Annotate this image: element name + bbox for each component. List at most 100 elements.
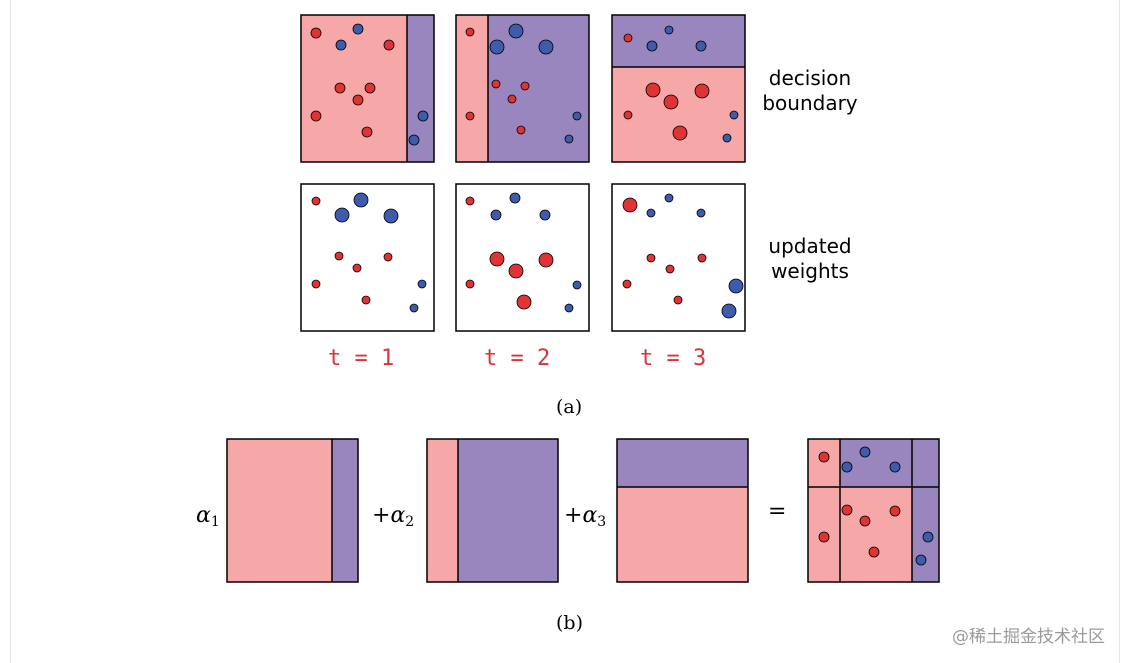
combined-point-11: [915, 554, 927, 566]
weights-t3-point-2: [664, 193, 674, 203]
combined-point-6: [889, 505, 901, 517]
boundary-t2-point-8: [465, 111, 475, 121]
combined-region-3: [912, 439, 939, 487]
combined-border: [807, 438, 940, 583]
boundary-t1-point-4: [383, 39, 395, 51]
classifier-1-region-2: [332, 439, 358, 582]
weights-t3-point-5: [646, 253, 656, 263]
alpha1-term: α1: [196, 503, 220, 530]
combined-region-1: [808, 439, 840, 582]
boundary-t1-point-7: [352, 94, 364, 106]
weights-t3-border: [611, 183, 746, 332]
decision-boundary-label: decision boundary: [750, 66, 870, 116]
weights-t1-point-1: [311, 196, 321, 206]
boundary-t2-point-9: [516, 125, 526, 135]
boundary-t1-point-8: [310, 110, 322, 122]
combined-region-4: [840, 487, 912, 582]
boundary-t3-border: [611, 14, 746, 163]
boundary-t3-point-4: [695, 40, 707, 52]
weights-t1-point-7: [352, 263, 362, 273]
boundary-t3-point-5: [645, 82, 661, 98]
t3-label: t = 3: [640, 346, 707, 371]
decision-boundary-label-line2: boundary: [762, 91, 858, 115]
boundary-t2-border: [455, 14, 590, 163]
weights-t1-point-11: [409, 303, 419, 313]
classifier-1-border: [226, 438, 359, 583]
weights-t2-point-2: [509, 192, 521, 204]
caption-b: (b): [556, 612, 583, 634]
weights-t1-point-10: [417, 279, 427, 289]
boundary-t2-point-1: [465, 27, 475, 37]
boundary-t1-point-1: [310, 27, 322, 39]
t1-label: t = 1: [328, 346, 395, 371]
weights-t1-point-2: [353, 192, 369, 208]
caption-a: (a): [556, 396, 583, 418]
watermark: @稀土掘金技术社区: [952, 627, 1105, 647]
boundary-t3-region-1: [612, 15, 745, 67]
boundary-t1-point-3: [335, 39, 347, 51]
classifier-2-region-2: [458, 439, 558, 582]
weights-t2-point-6: [538, 252, 554, 268]
updated-weights-label-line2: weights: [771, 259, 849, 283]
weights-t2-point-10: [572, 280, 582, 290]
boundary-t2-point-11: [564, 134, 574, 144]
weights-t3-point-9: [673, 295, 683, 305]
boundary-t3-point-6: [694, 83, 710, 99]
boundary-t3-point-11: [722, 133, 732, 143]
alpha2-symbol: α: [390, 503, 406, 528]
classifier-3-region-2: [617, 487, 748, 582]
boundary-t3-point-10: [729, 110, 739, 120]
boundary-t1-region-1: [301, 15, 407, 162]
boundary-t2-point-4: [538, 39, 554, 55]
decision-boundary-label-line1: decision: [768, 66, 852, 90]
alpha3-term: +α3: [564, 503, 606, 530]
weights-t2-point-7: [508, 263, 524, 279]
weights-t2-point-5: [489, 251, 505, 267]
plus-sign-2: +: [564, 503, 583, 528]
weights-t3-point-3: [646, 208, 656, 218]
combined-point-2: [859, 446, 871, 458]
combined-point-9: [868, 546, 880, 558]
weights-t2-point-1: [465, 196, 475, 206]
weights-t1-point-8: [311, 279, 321, 289]
combined-point-3: [841, 461, 853, 473]
classifier-2-region-1: [427, 439, 458, 582]
boundary-t1-point-11: [408, 134, 420, 146]
combined-point-4: [889, 461, 901, 473]
boundary-t1-point-2: [352, 23, 364, 35]
classifier-2-border: [426, 438, 559, 583]
weights-t2-point-11: [564, 303, 574, 313]
weights-t3-point-10: [728, 278, 744, 294]
boundary-t3-point-3: [646, 40, 658, 52]
boundary-t3-point-2: [664, 25, 674, 35]
boundary-t1-border: [300, 14, 435, 163]
right-margin-line: [1119, 0, 1120, 663]
weights-t2-point-4: [539, 209, 551, 221]
combined-region-2: [840, 439, 912, 487]
alpha1-symbol: α: [196, 503, 211, 528]
boundary-t3-point-8: [623, 110, 633, 120]
boundary-t3-point-7: [663, 94, 679, 110]
boundary-t2-point-3: [489, 39, 505, 55]
boundary-t1-point-5: [334, 82, 346, 94]
left-margin-line: [10, 0, 11, 663]
combined-point-10: [922, 531, 934, 543]
alpha1-subscript: 1: [210, 514, 220, 530]
weights-t1-point-3: [334, 207, 350, 223]
boundary-t2-point-6: [520, 81, 530, 91]
weights-t2-point-8: [465, 279, 475, 289]
weights-t2-border: [455, 183, 590, 332]
combined-point-8: [818, 531, 830, 543]
boundary-t1-point-6: [364, 82, 376, 94]
weights-t1-point-6: [383, 252, 393, 262]
combined-point-7: [859, 515, 871, 527]
combined-point-1: [818, 451, 830, 463]
weights-t3-point-8: [622, 279, 632, 289]
updated-weights-label: updated weights: [750, 234, 870, 284]
combined-point-5: [841, 504, 853, 516]
weights-t1-point-4: [383, 208, 399, 224]
alpha3-subscript: 3: [597, 514, 607, 530]
alpha2-term: +α2: [372, 503, 414, 530]
